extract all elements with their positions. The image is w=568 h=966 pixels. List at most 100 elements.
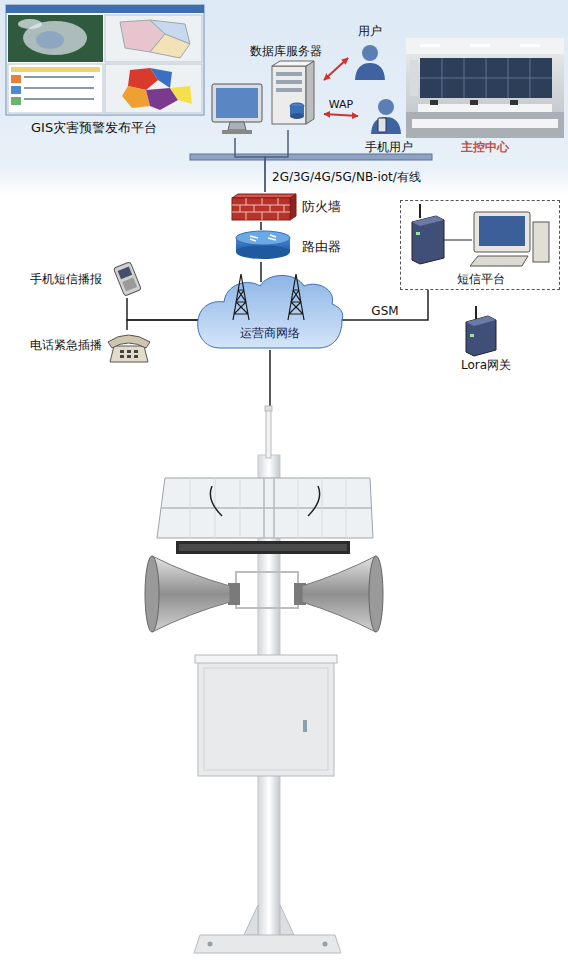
telephone-icon [134,355,138,358]
connector [260,222,262,230]
user-icon [355,45,385,80]
alarm-pole [145,556,159,632]
gis-screenshot [6,5,204,115]
control-center-photo [406,38,564,138]
node-label: Lora网关 [461,358,511,372]
lora-gateway-icon [466,316,496,326]
alarm-pole [323,942,328,947]
alarm-pole [198,660,334,776]
sms-gateway-and-computer [474,212,530,252]
alarm-pole [152,556,230,632]
connector [127,298,198,320]
sms-gateway-and-computer [444,240,472,241]
edge-label: GSM [369,304,400,318]
alarm-pole [145,406,383,953]
telephone-icon [110,346,148,362]
sms-gateway-and-computer [419,204,421,218]
sms-gateway-and-computer [470,256,528,266]
radio-tower [233,274,249,320]
mobile-phone-icon [113,262,141,297]
node-label: 数据库服务器 [250,44,322,58]
radio-tower [288,274,304,320]
connector [127,320,198,330]
telephone-icon [120,355,124,358]
router-icon [236,231,290,245]
alarm-pole [236,572,298,608]
node-label: 手机短信播报 [30,272,102,286]
gis-screenshot [11,97,21,105]
firewall-icon [290,194,296,220]
server-icon [272,61,314,124]
monitor-icon [222,130,252,134]
gis-screenshot [8,15,103,62]
alarm-pole [195,655,337,663]
firewall-icon [232,198,290,220]
mobile-user-node: 手机用户 [358,96,420,156]
control-center-photo [520,44,540,47]
telephone-icon [120,350,124,353]
control-center-photo [430,100,438,105]
gis-screenshot [24,87,94,89]
control-center-photo [410,60,418,96]
alarm-pole [157,478,373,538]
node-label: 主控中心 [461,140,509,154]
gis-screenshot [24,98,94,100]
mobile-phone-icon [122,278,137,292]
control-center-photo [470,100,478,105]
alarm-pole [265,406,272,411]
connector [342,290,428,320]
sms-gateway-and-computer [412,216,444,226]
sms-broadcast-node: 手机短信播报 [28,262,148,298]
alarm-pole [176,541,350,554]
gis-screenshot [11,86,21,94]
user-icon [355,63,385,80]
control-center-photo [406,38,564,54]
connector [260,262,262,282]
mobile-phone-icon [118,266,132,279]
telephone-icon [127,355,131,358]
control-center-photo [420,58,552,98]
monitor-icon [212,84,262,134]
node-label: 防火墙 [302,199,341,215]
gis-screenshot [36,31,64,49]
cloud-to-pole-wire [270,350,271,410]
telephone-icon [108,335,150,362]
mobile-phone-icon [113,262,141,297]
user-icon [362,45,378,61]
mobile-phone-icon [113,262,141,297]
emergency-phone-node: 电话紧急插播 [28,330,150,366]
gis-screenshot [18,19,42,29]
gis-screenshot [122,86,150,108]
alarm-pole [179,544,347,551]
server-icon [276,88,302,92]
gis-screenshot [8,64,103,113]
server-icon [290,113,304,119]
sms-platform-box: 短信平台 [400,200,560,290]
alarm-pole [308,486,320,516]
cloud-to-pole-wire [269,350,271,410]
mobile-user-icon [371,117,401,134]
lora-gateway-node: Lora网关 [446,314,526,376]
firewall-icon [232,198,290,220]
gis-screenshot [105,15,202,62]
sms-gateway-and-computer [479,216,525,246]
monitor-icon [216,88,258,118]
top-panel-ground [0,0,568,196]
network-bus [190,154,432,160]
server-icon [276,72,302,76]
alarm-pole [161,478,371,538]
alarm-pole [302,556,376,632]
control-center-photo [420,58,552,98]
alarm-pole [244,905,294,935]
control-center-photo [420,44,440,47]
cloud-shape [198,276,343,349]
gis-screenshot [150,34,190,58]
control-center-photo [418,104,552,112]
server-icon [306,61,314,124]
alarm-pole [266,410,271,458]
mobile-user-icon [378,99,394,115]
node-label: 电话紧急插播 [30,338,102,352]
lora-gateway-icon [475,306,477,320]
